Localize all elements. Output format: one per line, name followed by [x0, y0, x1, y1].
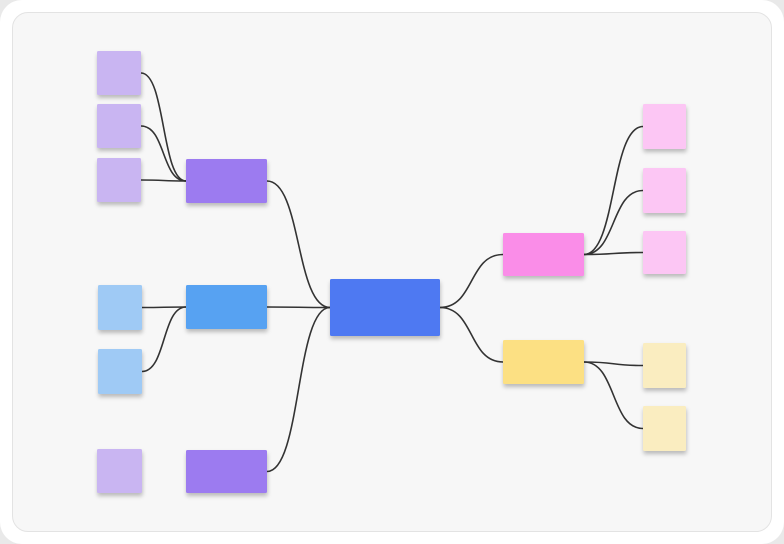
mindmap-node-yellow-leaf-1[interactable] [643, 343, 686, 388]
mindmap-node-blue-branch[interactable] [186, 285, 267, 329]
mindmap-node-pink-branch[interactable] [503, 233, 584, 276]
mindmap-node-purple-leaf-1[interactable] [97, 51, 141, 95]
mindmap-node-central-topic[interactable] [330, 279, 440, 336]
mindmap-node-purple-branch-top[interactable] [186, 159, 267, 203]
mindmap-node-yellow-leaf-2[interactable] [643, 406, 686, 451]
mindmap-node-pink-leaf-1[interactable] [643, 104, 686, 149]
mindmap-node-purple-leaf-4[interactable] [97, 449, 142, 493]
mindmap-node-purple-leaf-3[interactable] [97, 158, 141, 202]
mindmap-node-blue-leaf-1[interactable] [98, 285, 142, 330]
mindmap-node-purple-leaf-2[interactable] [97, 104, 141, 148]
mindmap-node-yellow-branch[interactable] [503, 340, 584, 384]
mindmap-node-pink-leaf-3[interactable] [643, 231, 686, 274]
mindmap-node-blue-leaf-2[interactable] [98, 349, 142, 394]
mindmap-node-purple-branch-bottom[interactable] [186, 450, 267, 493]
mindmap-node-pink-leaf-2[interactable] [643, 168, 686, 213]
